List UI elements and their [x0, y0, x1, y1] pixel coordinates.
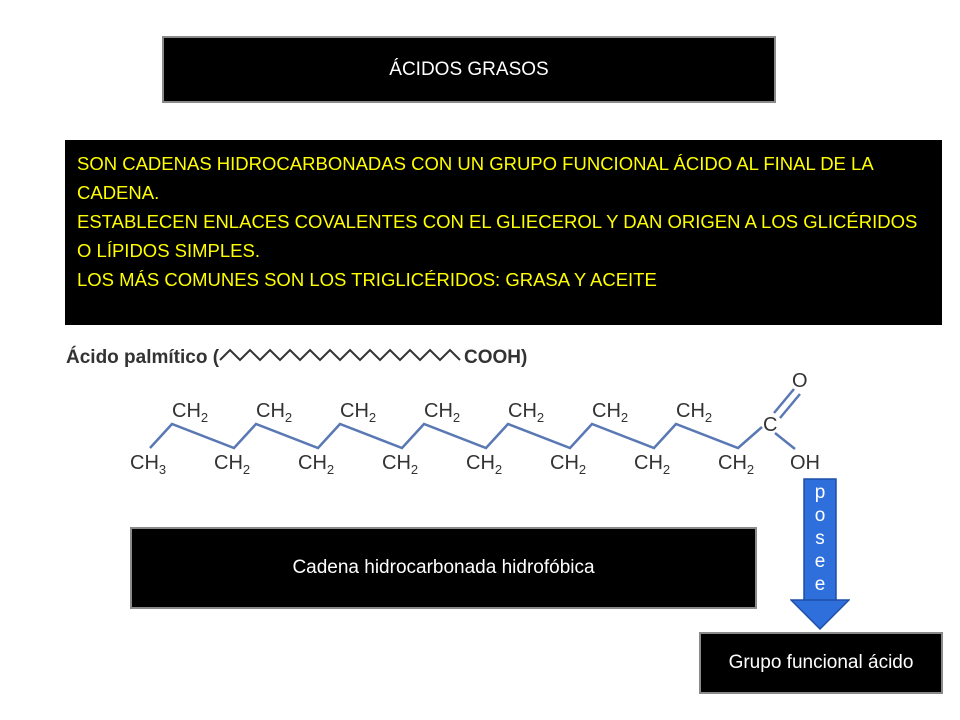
- down-arrow: [790, 478, 850, 630]
- page-title: ÁCIDOS GRASOS: [389, 58, 549, 80]
- lower-unit: CH2: [550, 452, 586, 477]
- chain-label: Cadena hidrocarbonada hidrofóbica: [292, 557, 595, 578]
- palmitic-acid-formula: Ácido palmítico ( COOH) CH2 CH2 CH2 CH2 …: [66, 346, 820, 477]
- arrow-letter: e: [814, 551, 826, 572]
- upper-unit: CH2: [340, 400, 376, 425]
- definition-line-1: SON CADENAS HIDROCARBONADAS CON UN GRUPO…: [77, 153, 873, 203]
- lower-unit: CH2: [466, 452, 502, 477]
- formula-zigzag: [219, 348, 461, 362]
- definition-line-2: ESTABLECEN ENLACES COVALENTES CON EL GLI…: [77, 211, 918, 261]
- chain-bonds: [149, 422, 763, 450]
- chain-label-box: Cadena hidrocarbonada hidrofóbica: [130, 527, 757, 609]
- upper-unit: CH2: [256, 400, 292, 425]
- arrow-label: p o s e e: [806, 481, 834, 596]
- upper-unit: CH2: [172, 400, 208, 425]
- lower-unit: CH3: [130, 452, 166, 477]
- carbonyl-bond-2: [779, 393, 801, 419]
- functional-group-box: Grupo funcional ácido: [699, 632, 943, 694]
- lower-unit: CH2: [718, 452, 754, 477]
- formula-name: Ácido palmítico (: [66, 346, 220, 368]
- arrow-letter: p: [814, 482, 826, 503]
- arrow-letter: e: [814, 574, 826, 595]
- definition-box: SON CADENAS HIDROCARBONADAS CON UN GRUPO…: [65, 140, 942, 325]
- lower-unit: CH2: [214, 452, 250, 477]
- upper-unit: CH2: [676, 400, 712, 425]
- carbonyl-oxygen: O: [792, 370, 808, 392]
- carboxyl-oh-bond: [774, 432, 796, 450]
- formula-cooh: COOH): [464, 347, 527, 368]
- carbonyl-bond-1: [773, 388, 795, 414]
- carboxyl-carbon: C: [763, 414, 777, 436]
- upper-unit: CH2: [424, 400, 460, 425]
- title-box: ÁCIDOS GRASOS: [162, 36, 776, 103]
- lower-unit: CH2: [634, 452, 670, 477]
- lower-unit: CH2: [298, 452, 334, 477]
- definition-line-3: LOS MÁS COMUNES SON LOS TRIGLICÉRIDOS: G…: [77, 269, 657, 290]
- functional-group-label: Grupo funcional ácido: [728, 652, 914, 673]
- hydroxyl-group: OH: [790, 452, 820, 474]
- lower-unit: CH2: [382, 452, 418, 477]
- arrow-letter: s: [815, 528, 825, 549]
- upper-unit: CH2: [508, 400, 544, 425]
- arrow-letter: o: [814, 505, 826, 526]
- upper-unit: CH2: [592, 400, 628, 425]
